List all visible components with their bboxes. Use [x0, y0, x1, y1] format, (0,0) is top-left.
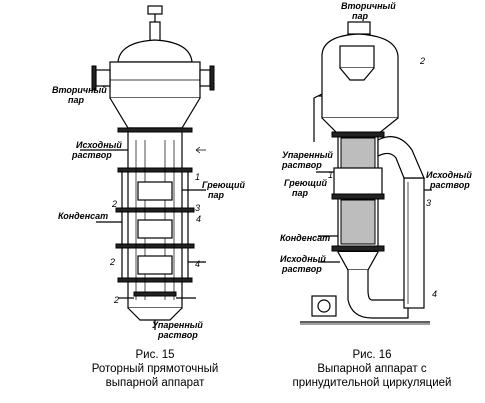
fig15-callout-2: 2 [111, 199, 117, 209]
fig15-caption-number: Рис. 15 [135, 349, 175, 361]
fig15-caption-line-2: Роторный прямоточный [91, 363, 219, 375]
fig16-callout-2: 2 [419, 56, 425, 66]
fig15-caption: Рис. 15 Роторный прямоточный выпарной ап… [60, 348, 250, 390]
fig16-caption-line-2: Выпарной аппарат с [317, 363, 427, 375]
fig15-condensate-label: Конденсат [58, 211, 108, 221]
forced-circulation-evaporator-drawing [300, 21, 432, 325]
fig15-callout-1: 1 [195, 172, 200, 182]
fig15-caption-line-3: выпарной аппарат [105, 377, 205, 389]
fig16-caption: Рис. 16 Выпарной аппарат с принудительно… [272, 348, 472, 390]
fig16-callout-3: 3 [426, 198, 431, 208]
fig16-callout-4: 4 [432, 289, 437, 299]
fig15-callout-4b: 4 [195, 259, 200, 269]
rotary-evaporator-drawing [80, 5, 215, 330]
fig16-callout-1: 1 [328, 170, 333, 180]
fig15-callout-2c: 2 [113, 295, 119, 305]
fig16-caption-number: Рис. 16 [352, 349, 392, 361]
fig16-condensate-label: Конденсат [280, 233, 330, 243]
fig15-callout-2b: 2 [109, 257, 115, 267]
fig15-callout-3: 3 [195, 203, 200, 213]
fig16-caption-line-3: принудительной циркуляцией [292, 377, 452, 389]
fig15-callout-4: 4 [196, 214, 201, 224]
